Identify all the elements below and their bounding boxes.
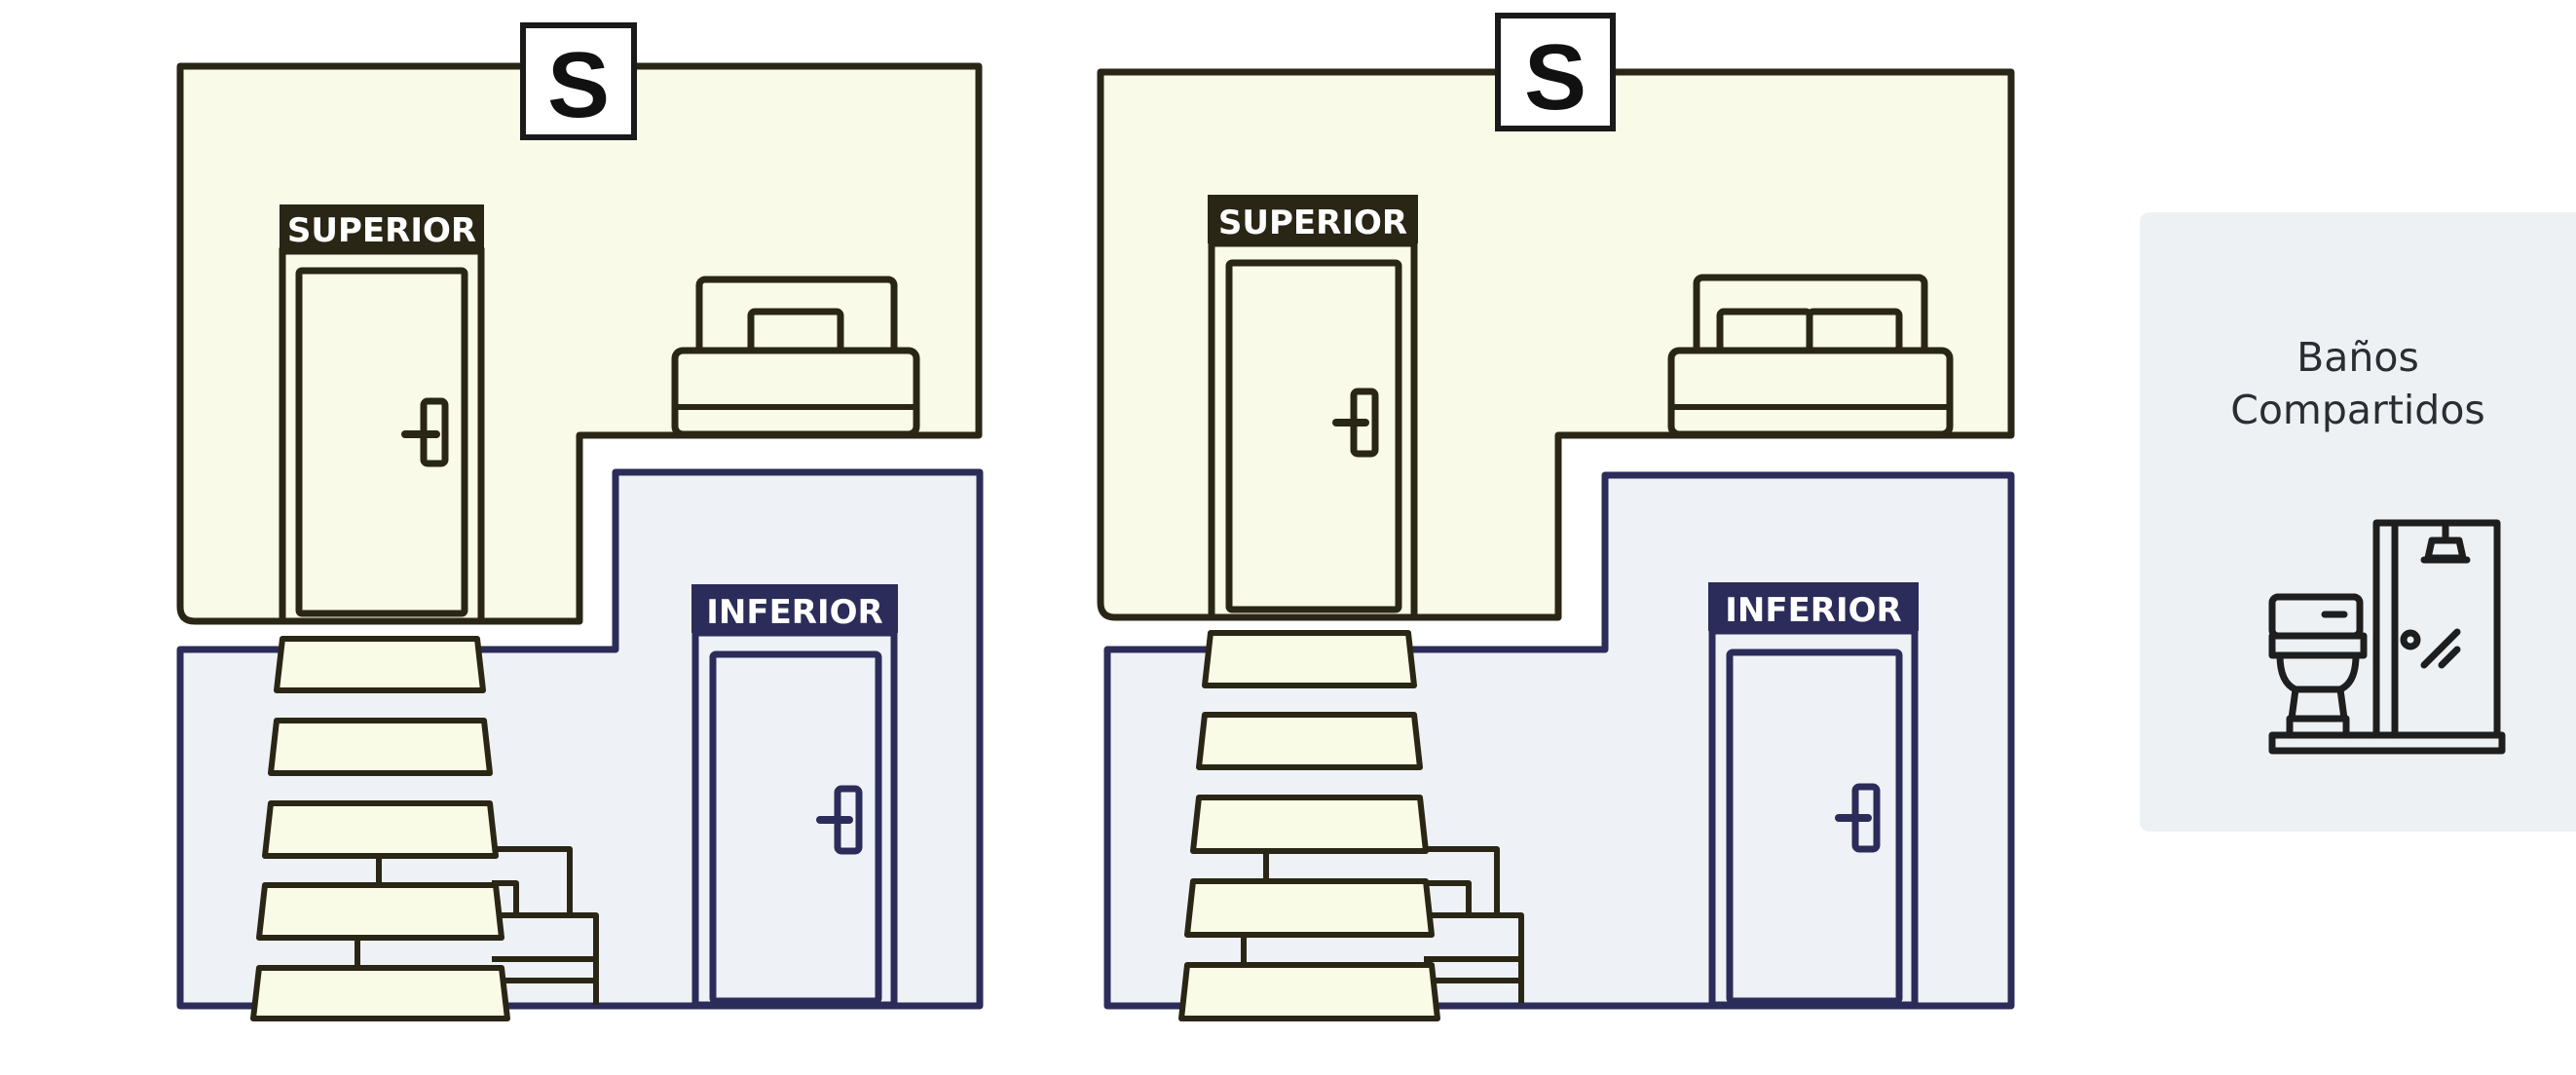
stair-step <box>1184 878 1435 938</box>
stair-step <box>250 965 510 1021</box>
toilet-shower-icon <box>2268 519 2506 755</box>
diagram-left: S SUPERIOR INFERIOR <box>176 22 984 1021</box>
shared-title-line2: Compartidos <box>2230 387 2485 433</box>
s-badge-right <box>1495 13 1616 131</box>
shared-title-line1: Baños <box>2296 334 2419 381</box>
stair-step <box>1202 630 1417 688</box>
double-bed-icon <box>1667 274 1954 438</box>
stair-step <box>256 882 504 941</box>
shared-bathrooms-panel: Baños Compartidos <box>2140 212 2576 832</box>
single-bed-icon <box>671 276 920 438</box>
s-badge-text-right: S <box>1524 25 1587 130</box>
stair-step <box>1190 795 1429 854</box>
superior-label-left: SUPERIOR <box>287 211 476 250</box>
inferior-door-left: INFERIOR <box>691 584 898 1009</box>
inferior-label-right: INFERIOR <box>1725 591 1901 630</box>
stair-step <box>1196 712 1423 770</box>
shared-bathrooms-title: Baños Compartidos <box>2140 331 2576 436</box>
superior-door-left: SUPERIOR <box>279 204 485 625</box>
stair-railing-right <box>1241 846 1524 1003</box>
stair-step <box>262 800 499 859</box>
inferior-label-left: INFERIOR <box>706 593 882 632</box>
diagram-right: S SUPERIOR INFERIOR <box>1097 13 2015 1021</box>
superior-label-right: SUPERIOR <box>1218 204 1407 242</box>
stair-railing-left <box>355 846 599 1005</box>
stair-step <box>268 718 493 776</box>
s-badge-text-left: S <box>547 33 610 137</box>
stair-step <box>1178 962 1440 1021</box>
staircase-right <box>1178 630 1440 1021</box>
staircase-left <box>250 636 510 1021</box>
superior-door-right: SUPERIOR <box>1208 195 1418 621</box>
s-badge-left <box>520 22 637 140</box>
inferior-door-right: INFERIOR <box>1708 582 1919 1009</box>
stair-step <box>274 636 486 693</box>
